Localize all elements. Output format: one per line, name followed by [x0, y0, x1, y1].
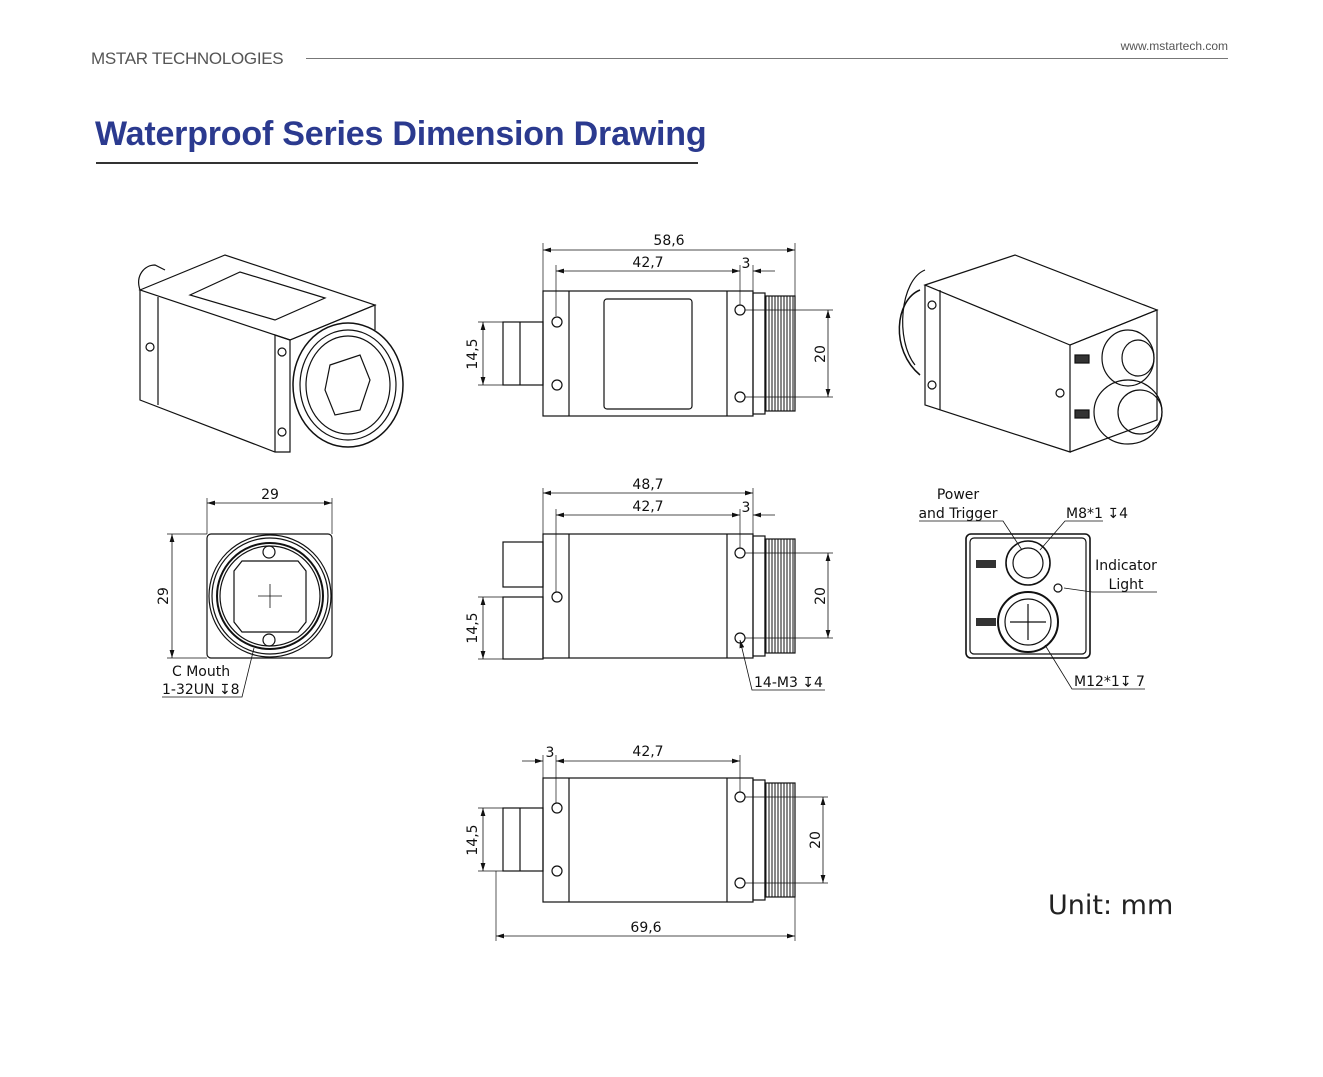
company-name: MSTAR TECHNOLOGIES [91, 49, 284, 68]
page-title: Waterproof Series Dimension Drawing [95, 115, 707, 153]
isometric-view-back [898, 254, 1163, 453]
isometric-view-front [138, 254, 404, 453]
side-view [478, 488, 833, 691]
side-thread-height: 20 [813, 587, 829, 605]
top-flange: 3 [742, 256, 751, 272]
bottom-body-length: 42,7 [632, 744, 663, 760]
mount-label-line2: 1-32UN ↧8 [162, 682, 240, 698]
front-width: 29 [261, 487, 279, 503]
unit-label: Unit: mm [1048, 890, 1174, 921]
website-link[interactable]: www.mstartech.com [1120, 39, 1228, 53]
front-height: 29 [156, 587, 172, 605]
power-label-line1: Power [937, 487, 980, 503]
bottom-connector-spacing: 14,5 [465, 824, 481, 855]
top-view [478, 243, 833, 417]
top-body-length: 42,7 [632, 255, 663, 271]
bottom-thread-height: 20 [808, 831, 824, 849]
mount-label-line1: C Mouth [172, 664, 230, 680]
top-thread-height: 20 [813, 345, 829, 363]
power-label-line2: and Trigger [918, 506, 997, 522]
title-underline [96, 162, 698, 164]
side-overall-length: 48,7 [632, 477, 663, 493]
header-divider [306, 58, 1228, 59]
front-view [162, 498, 333, 698]
m12-label: M12*1↧ 7 [1074, 674, 1145, 690]
top-overall-length: 58,6 [653, 233, 684, 249]
bottom-total-length: 69,6 [630, 920, 661, 936]
side-flange: 3 [742, 500, 751, 516]
m8-label: M8*1 ↧4 [1066, 506, 1128, 522]
side-connector-spacing: 14,5 [465, 612, 481, 643]
indicator-label-line1: Indicator [1095, 558, 1157, 574]
bottom-flange: 3 [546, 745, 555, 761]
bottom-view [478, 755, 828, 941]
side-body-length: 42,7 [632, 499, 663, 515]
indicator-label-line2: Light [1109, 577, 1144, 593]
top-connector-spacing: 14,5 [465, 338, 481, 369]
mount-holes-label: 14-M3 ↧4 [754, 675, 823, 691]
back-view [919, 520, 1157, 690]
